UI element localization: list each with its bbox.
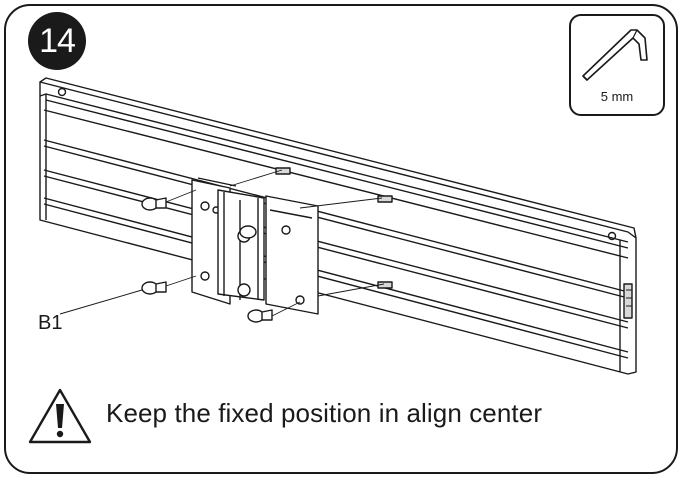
screw-b1-label: B1 xyxy=(38,312,63,334)
tool-callout: 5 mm xyxy=(569,14,665,116)
step-number-badge: 14 xyxy=(28,12,86,70)
hex-key-icon xyxy=(582,29,648,81)
screw-bracket-top xyxy=(239,225,257,239)
b1-leader-line xyxy=(59,289,143,315)
tool-size-label: 5 mm xyxy=(600,89,634,104)
screw-b1-upper xyxy=(141,197,167,211)
screw-bracket-bottom xyxy=(247,309,273,323)
instruction-note: Keep the fixed position in align center xyxy=(32,384,542,442)
front-bracket-plate xyxy=(265,195,319,315)
screw-b1-lower xyxy=(141,281,167,295)
instruction-note-text: Keep the fixed position in align center xyxy=(106,397,543,428)
warning-icon-spacer xyxy=(32,384,94,442)
wall-rail xyxy=(39,81,637,375)
bracket-arm xyxy=(217,189,265,301)
warning-icon xyxy=(28,388,92,444)
